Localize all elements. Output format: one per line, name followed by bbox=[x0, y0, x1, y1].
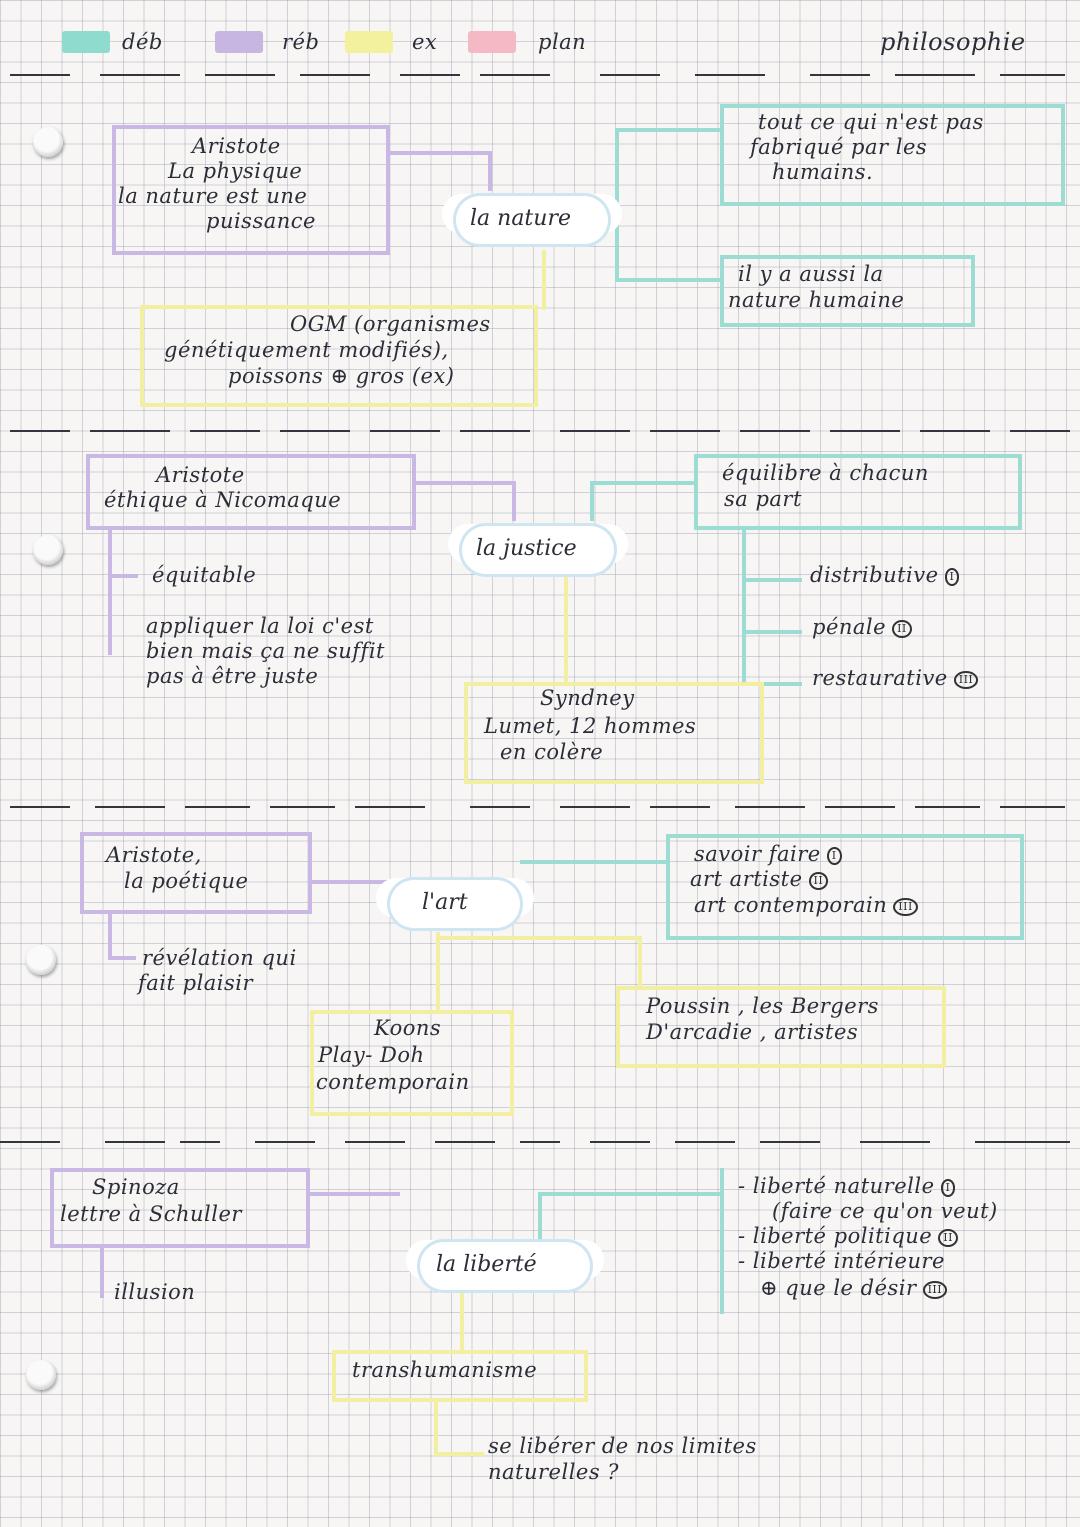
example-text: Koons bbox=[374, 1016, 442, 1040]
binder-hole bbox=[33, 535, 63, 565]
reference-work: La physique bbox=[168, 159, 303, 183]
definition-text: nature humaine bbox=[728, 288, 905, 312]
note-text: bien mais ça ne suffit bbox=[146, 639, 385, 663]
reference-author: Aristote bbox=[156, 463, 245, 487]
note-text: révélation qui bbox=[142, 946, 297, 970]
example-text: Play- Doh bbox=[318, 1043, 425, 1067]
liberte-definition: - liberté intérieure bbox=[738, 1249, 945, 1273]
example-text: Lumet, 12 hommes bbox=[484, 714, 697, 738]
definition-text: tout ce qui n'est pas bbox=[758, 110, 984, 134]
legend-label: déb bbox=[122, 30, 163, 54]
reference-box bbox=[80, 832, 312, 914]
reference-author: Spinoza bbox=[92, 1175, 180, 1199]
reference-work: la poétique bbox=[124, 869, 249, 893]
legend-label: réb bbox=[282, 30, 320, 54]
example-text: Poussin , les Bergers bbox=[646, 994, 879, 1018]
reference-text: puissance bbox=[206, 209, 316, 233]
example-text: génétiquement modifiés), bbox=[164, 338, 449, 362]
example-text: poissons ⊕ gros (ex) bbox=[228, 364, 455, 388]
concept-title: la justice bbox=[476, 536, 577, 561]
note-text: pas à être juste bbox=[146, 664, 319, 688]
concept-title: la liberté bbox=[436, 1252, 537, 1277]
example-text: transhumanisme bbox=[352, 1358, 538, 1382]
definition-text: sa part bbox=[724, 487, 802, 511]
note-text: équitable bbox=[152, 563, 257, 587]
reference-box bbox=[112, 125, 390, 255]
legend-swatch-reb bbox=[215, 31, 263, 53]
example-box bbox=[332, 1350, 588, 1402]
example-box bbox=[616, 986, 946, 1068]
example-box bbox=[140, 305, 538, 407]
example-text: en colère bbox=[500, 740, 604, 764]
question-text: naturelles ? bbox=[488, 1460, 620, 1484]
binder-hole bbox=[26, 1360, 56, 1390]
definition-box bbox=[694, 454, 1022, 530]
binder-hole bbox=[26, 945, 56, 975]
liberte-definition: (faire ce qu'on veut) bbox=[772, 1199, 998, 1223]
definition-box bbox=[720, 104, 1065, 206]
concept-title: la nature bbox=[470, 206, 571, 231]
definition-text: il y a aussi la bbox=[738, 262, 884, 286]
legend-swatch-ex bbox=[345, 31, 393, 53]
binder-hole bbox=[33, 127, 63, 157]
reference-box bbox=[86, 454, 416, 530]
example-text: D'arcadie , artistes bbox=[646, 1020, 859, 1044]
reference-author: Aristote bbox=[192, 134, 281, 158]
reference-text: la nature est une bbox=[118, 184, 308, 208]
definition-text: équilibre à chacun bbox=[722, 461, 929, 485]
example-text: Syndney bbox=[540, 686, 635, 710]
reference-work: lettre à Schuller bbox=[60, 1202, 242, 1226]
definition-text: humains. bbox=[772, 160, 874, 184]
subject-title: philosophie bbox=[880, 28, 1026, 56]
concept-title: l'art bbox=[422, 890, 468, 915]
legend-label: plan bbox=[538, 30, 587, 54]
definition-box bbox=[666, 834, 1024, 940]
definition-text: fabriqué par les bbox=[750, 135, 928, 159]
example-text: OGM (organismes bbox=[290, 312, 491, 336]
definition-box bbox=[720, 255, 975, 327]
reference-work: éthique à Nicomaque bbox=[104, 488, 342, 512]
reference-box bbox=[50, 1168, 310, 1248]
example-box bbox=[464, 682, 764, 784]
note-text: illusion bbox=[114, 1280, 196, 1304]
reference-author: Aristote, bbox=[106, 843, 202, 867]
example-text: contemporain bbox=[316, 1070, 470, 1094]
legend-label: ex bbox=[412, 30, 438, 54]
note-text: fait plaisir bbox=[138, 971, 254, 995]
question-text: se libérer de nos limites bbox=[488, 1434, 757, 1458]
legend-swatch-deb bbox=[62, 31, 110, 53]
note-text: appliquer la loi c'est bbox=[146, 614, 374, 638]
legend-swatch-plan bbox=[468, 31, 516, 53]
example-box bbox=[310, 1010, 514, 1116]
